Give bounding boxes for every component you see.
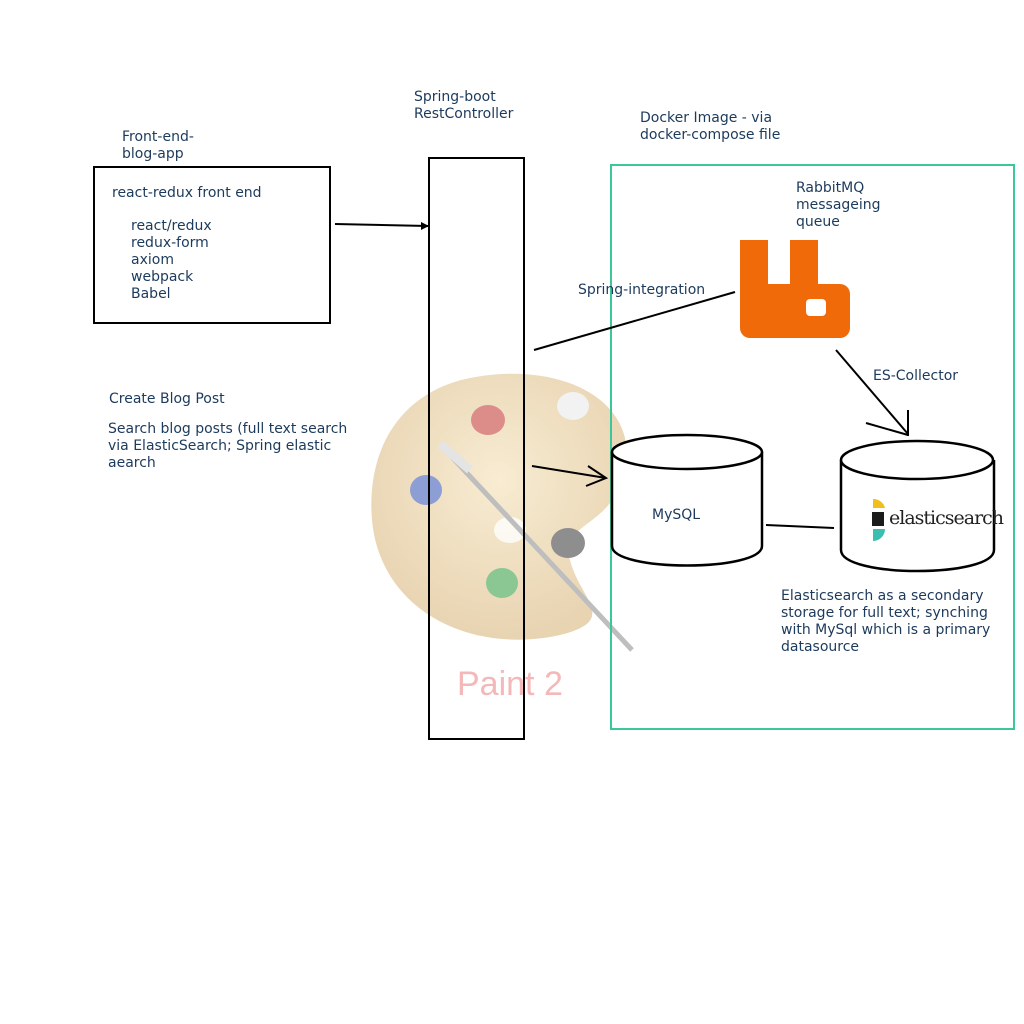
search-note: Search blog posts (full text search via …: [108, 421, 348, 471]
watermark-text: Paint 2: [457, 665, 563, 703]
create-post-label: Create Blog Post: [109, 391, 225, 407]
frontend-title: Front-end- blog-app: [122, 129, 194, 162]
elasticsearch-logo-text: elasticsearch: [889, 507, 1004, 529]
tech-item: axiom: [131, 252, 174, 268]
tech-item: redux-form: [131, 235, 209, 251]
frontend-tech-list: react/redux redux-form axiom webpack Bab…: [131, 218, 212, 303]
spring-boot-column: [428, 157, 525, 740]
frontend-heading: react-redux front end: [112, 185, 262, 201]
elasticsearch-note: Elasticsearch as a secondary storage for…: [781, 588, 991, 655]
tech-item: Babel: [131, 286, 171, 302]
rabbitmq-title: RabbitMQ messageing queue: [796, 180, 881, 230]
spring-integration-label: Spring-integration: [578, 282, 706, 298]
tech-item: react/redux: [131, 218, 212, 234]
tech-item: webpack: [131, 269, 194, 285]
docker-title: Docker Image - via docker-compose file: [640, 110, 781, 143]
es-collector-label: ES-Collector: [873, 368, 959, 384]
frontend-box: [93, 166, 331, 324]
spring-title: Spring-boot RestController: [414, 89, 514, 122]
mysql-label: MySQL: [652, 507, 701, 523]
